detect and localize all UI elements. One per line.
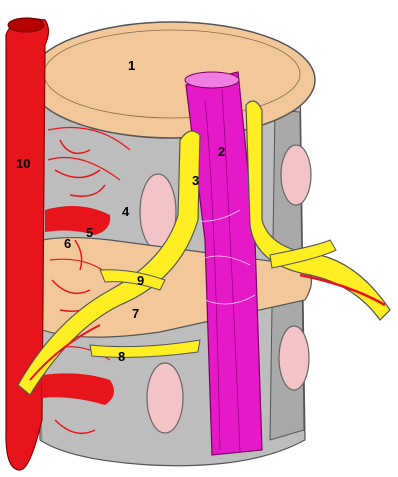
- label-5: 5: [86, 225, 93, 240]
- label-3: 3: [192, 173, 199, 188]
- label-2: 2: [218, 144, 225, 159]
- label-9: 9: [137, 273, 144, 288]
- label-10: 10: [16, 156, 30, 171]
- label-6: 6: [64, 236, 71, 251]
- label-8: 8: [118, 349, 125, 364]
- upper-disc: [29, 22, 315, 138]
- label-7: 7: [132, 306, 139, 321]
- label-4: 4: [122, 204, 130, 219]
- label-1: 1: [128, 58, 135, 73]
